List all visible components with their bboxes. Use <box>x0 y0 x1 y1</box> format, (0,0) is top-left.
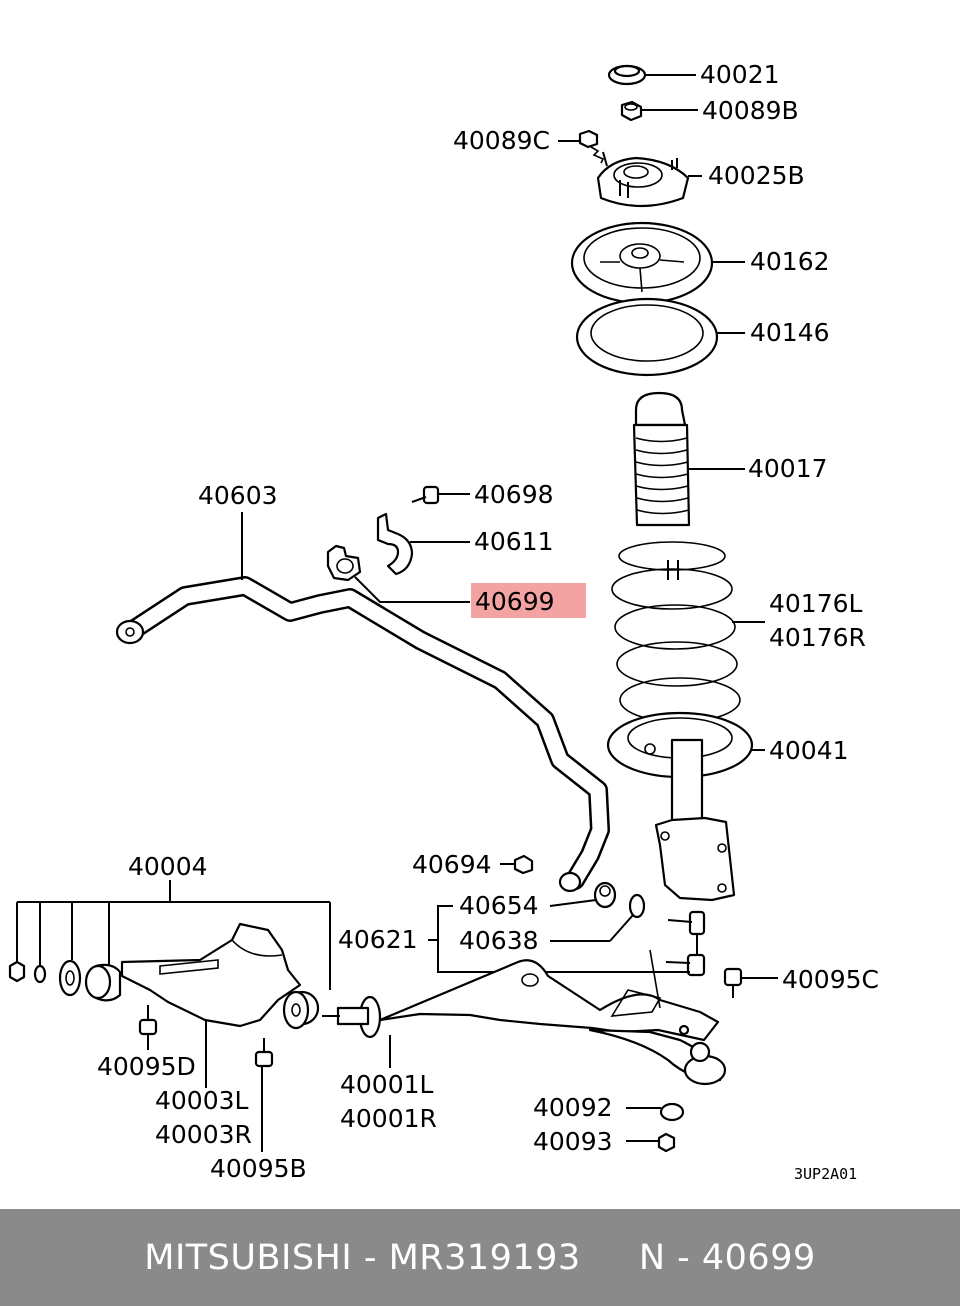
bolt-40095d[interactable] <box>138 1005 158 1036</box>
label-40176l: 40176L <box>769 589 863 618</box>
label-40017: 40017 <box>748 454 828 483</box>
label-40699: 40699 <box>475 587 555 616</box>
highlight-box-40699 <box>471 583 586 618</box>
label-40694: 40694 <box>412 850 492 879</box>
label-40611: 40611 <box>474 527 554 556</box>
label-40025b: 40025B <box>708 161 805 190</box>
label-40146: 40146 <box>750 318 830 347</box>
label-40095c: 40095C <box>782 965 879 994</box>
bracket-40611[interactable] <box>376 512 414 576</box>
label-40638: 40638 <box>459 926 539 955</box>
label-40176r: 40176R <box>769 623 866 652</box>
spring-upper-seat-40162[interactable] <box>570 221 714 305</box>
member-bracket-40003[interactable] <box>120 922 302 1028</box>
bump-stopper-40017[interactable] <box>632 391 691 527</box>
label-40093: 40093 <box>533 1127 613 1156</box>
label-40003l: 40003L <box>155 1086 249 1115</box>
bolt-40095b[interactable] <box>254 1038 274 1068</box>
label-40021: 40021 <box>700 60 780 89</box>
label-40095b: 40095B <box>210 1154 307 1183</box>
label-40089b: 40089B <box>702 96 799 125</box>
label-40089c: 40089C <box>453 126 550 155</box>
label-40621: 40621 <box>338 925 418 954</box>
bolt-40095c[interactable] <box>723 967 743 998</box>
label-40162: 40162 <box>750 247 830 276</box>
bushing-40654[interactable] <box>593 881 617 909</box>
bushing-40699[interactable] <box>326 544 362 582</box>
bolt-40698[interactable] <box>411 485 440 505</box>
label-40095d: 40095D <box>97 1052 196 1081</box>
label-40092: 40092 <box>533 1093 613 1122</box>
nut-40089b[interactable] <box>620 100 643 122</box>
label-40003r: 40003R <box>155 1120 252 1149</box>
label-40698: 40698 <box>474 480 554 509</box>
nut-40089c[interactable] <box>578 129 599 149</box>
label-40041: 40041 <box>769 736 849 765</box>
spring-pad-40146[interactable] <box>575 297 719 377</box>
coil-spring-40176[interactable] <box>611 541 741 723</box>
diagram-code: 3UP2A01 <box>794 1165 857 1183</box>
label-40654: 40654 <box>459 891 539 920</box>
part-info-text: MITSUBISHI - MR319193 N - 40699 <box>144 1237 816 1278</box>
stabilizer-bar-40603[interactable] <box>115 576 610 893</box>
stabilizer-link-40621[interactable] <box>665 910 706 977</box>
strut-mount-40025b[interactable] <box>596 156 690 208</box>
dust-cap-40021[interactable] <box>607 64 647 86</box>
parts-diagram: 40021 40089B 40089C 40025B 40162 40146 4… <box>8 60 879 1183</box>
nut-40092[interactable] <box>659 1102 685 1122</box>
lower-arm-40001[interactable] <box>322 949 727 1086</box>
washer-40638[interactable] <box>628 893 646 919</box>
part-info-footer: MITSUBISHI - MR319193 N - 40699 <box>0 1209 960 1306</box>
stopper-bushings-40004[interactable] <box>8 959 320 1030</box>
label-40603: 40603 <box>198 481 278 510</box>
label-40001l: 40001L <box>340 1070 434 1099</box>
label-40001r: 40001R <box>340 1104 437 1133</box>
nut-40093[interactable] <box>657 1132 676 1153</box>
nut-40694[interactable] <box>513 854 534 875</box>
label-40004: 40004 <box>128 852 208 881</box>
strut-assembly-40041[interactable] <box>606 711 754 902</box>
